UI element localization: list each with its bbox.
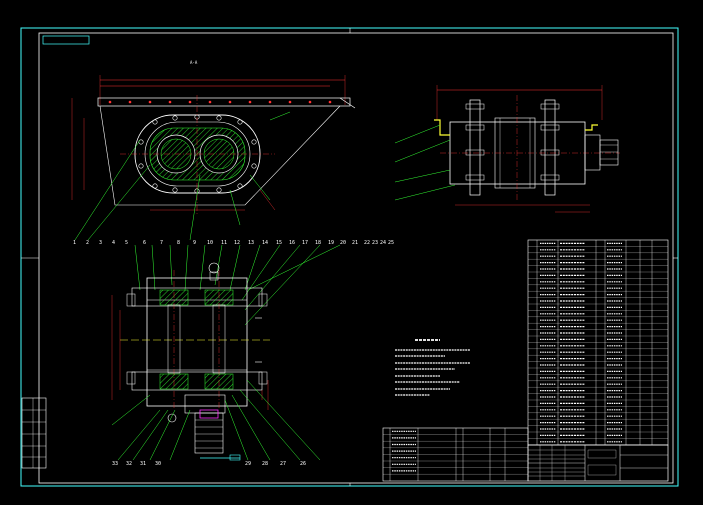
callout-number: 30 <box>155 461 162 467</box>
callout-number: 19 <box>328 240 335 246</box>
front-view: A-A <box>71 60 356 241</box>
parts-list-bottom <box>382 427 529 482</box>
section-leaders-bottom <box>111 379 321 461</box>
callout-number: 4 <box>112 240 116 246</box>
callout-number: 18 <box>315 240 322 246</box>
callout-number: 5 <box>125 240 129 246</box>
callout-number: 11 <box>221 240 228 246</box>
callout-number: 3 <box>99 240 103 246</box>
callout-number: 12 <box>234 240 241 246</box>
callout-number: 24 <box>380 240 387 246</box>
callout-number: 17 <box>302 240 309 246</box>
callout-number: 8 <box>177 240 181 246</box>
callout-number: 22 <box>364 240 371 246</box>
callout-number: 7 <box>160 240 164 246</box>
main-section <box>111 244 341 461</box>
callout-number: 31 <box>140 461 147 467</box>
callout-number: 27 <box>280 461 287 467</box>
callout-number: 28 <box>262 461 269 467</box>
callout-number: 13 <box>248 240 255 246</box>
callout-number: 6 <box>143 240 147 246</box>
section-mark-top: A-A <box>190 60 198 65</box>
callout-number: 23 <box>372 240 379 246</box>
drawing-number-tag <box>42 35 90 45</box>
revision-block <box>21 397 47 469</box>
callout-number: 25 <box>388 240 395 246</box>
callout-number: 9 <box>193 240 197 246</box>
callout-number: 14 <box>262 240 269 246</box>
callout-number: 2 <box>86 240 90 246</box>
section-leaders-top <box>134 244 341 326</box>
callout-number: 32 <box>126 461 133 467</box>
drawing-border-outer <box>20 27 679 487</box>
callout-number: 26 <box>300 461 307 467</box>
callout-number: 1 <box>73 240 77 246</box>
callout-number: 21 <box>352 240 359 246</box>
callout-number: 20 <box>340 240 347 246</box>
callout-number: 16 <box>289 240 296 246</box>
callout-number: 33 <box>112 461 119 467</box>
callout-number: 15 <box>276 240 283 246</box>
side-view <box>394 85 620 213</box>
front-view-leaders <box>74 111 291 241</box>
callout-number: 29 <box>245 461 252 467</box>
plate-bolts <box>108 100 332 104</box>
callout-number: 10 <box>207 240 214 246</box>
title-block <box>527 444 669 482</box>
